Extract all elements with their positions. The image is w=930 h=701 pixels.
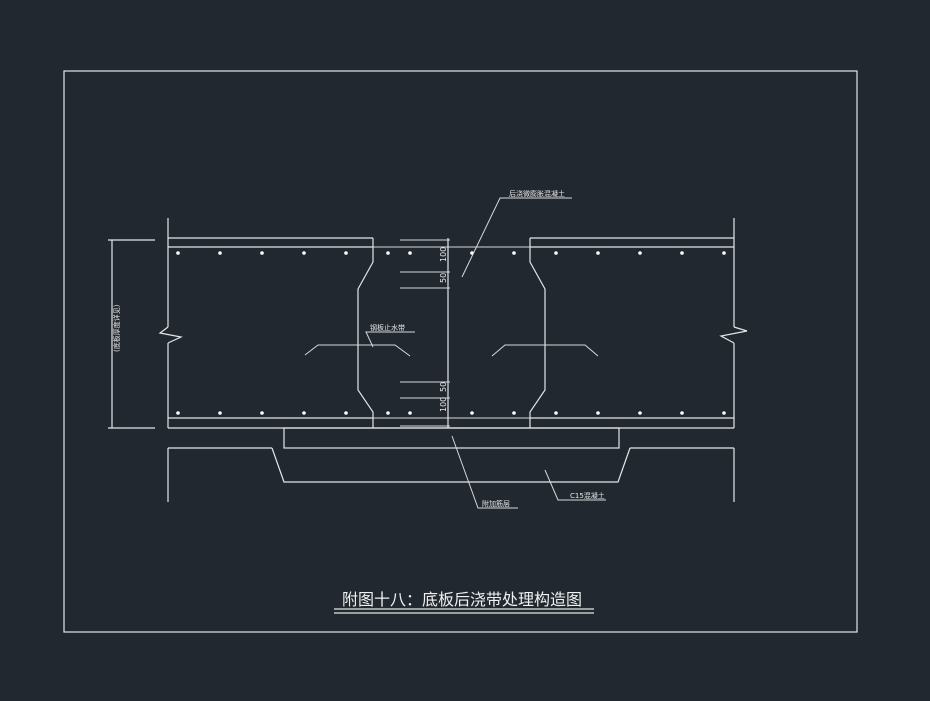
right-slab: [529, 218, 748, 429]
rebar-dot: [638, 411, 642, 415]
rebar-dot: [386, 411, 390, 415]
rebar-dot: [554, 251, 558, 255]
rebar-dot: [596, 411, 600, 415]
rebar-dot: [386, 251, 390, 255]
dim-bottom-50: 50: [439, 382, 448, 392]
slab-thickness-dimension: (底板厚度详见): [108, 239, 155, 429]
rebar-dot: [554, 411, 558, 415]
rebar-dot: [680, 411, 684, 415]
c15-concrete-layer: [271, 447, 631, 483]
rebar-dot: [722, 411, 726, 415]
rebar-dot: [680, 251, 684, 255]
dim-top-100: 100: [439, 247, 448, 262]
rebar-dot: [512, 411, 516, 415]
rebar-dot: [260, 251, 264, 255]
dim-bottom-100: 100: [439, 397, 448, 412]
leader-lines: [365, 197, 606, 509]
rebar-dot: [722, 251, 726, 255]
rebar-dot: [302, 411, 306, 415]
rebar-dot: [408, 251, 412, 255]
c15-concrete-label: C15混凝土: [570, 491, 605, 500]
rebar-dot: [512, 251, 516, 255]
late-pour-strip: [373, 238, 530, 429]
rebar-dot: [218, 251, 222, 255]
rebar-dot: [302, 251, 306, 255]
rebar-dot: [176, 411, 180, 415]
drawing-title: 附图十八：底板后浇带处理构造图: [342, 590, 582, 609]
rebar-dot: [344, 251, 348, 255]
rebar-dot: [470, 411, 474, 415]
rebar-dot: [218, 411, 222, 415]
anchor-bars: [304, 344, 599, 357]
rebar-dot: [638, 251, 642, 255]
dim-top-50: 50: [439, 273, 448, 283]
drawing-frame: [63, 70, 858, 633]
rebar-dot: [176, 251, 180, 255]
left-slab: [158, 218, 374, 429]
rebar-dot: [344, 411, 348, 415]
additional-rebar-cushion: [283, 427, 620, 449]
bottom-rebar-dots: [176, 411, 726, 415]
additional-rebar-label: 附加筋层: [482, 499, 510, 508]
rebar-dot: [260, 411, 264, 415]
top-rebar-dots: [176, 251, 726, 255]
late-pour-concrete-label: 后浇微膨胀混凝土: [509, 189, 565, 198]
slab-thickness-label: (底板厚度详见): [112, 304, 121, 352]
steel-plate-waterstop-label: 钢板止水带: [370, 323, 405, 332]
rebar-dot: [408, 411, 412, 415]
base-layers: [167, 427, 735, 502]
rebar-dot: [596, 251, 600, 255]
